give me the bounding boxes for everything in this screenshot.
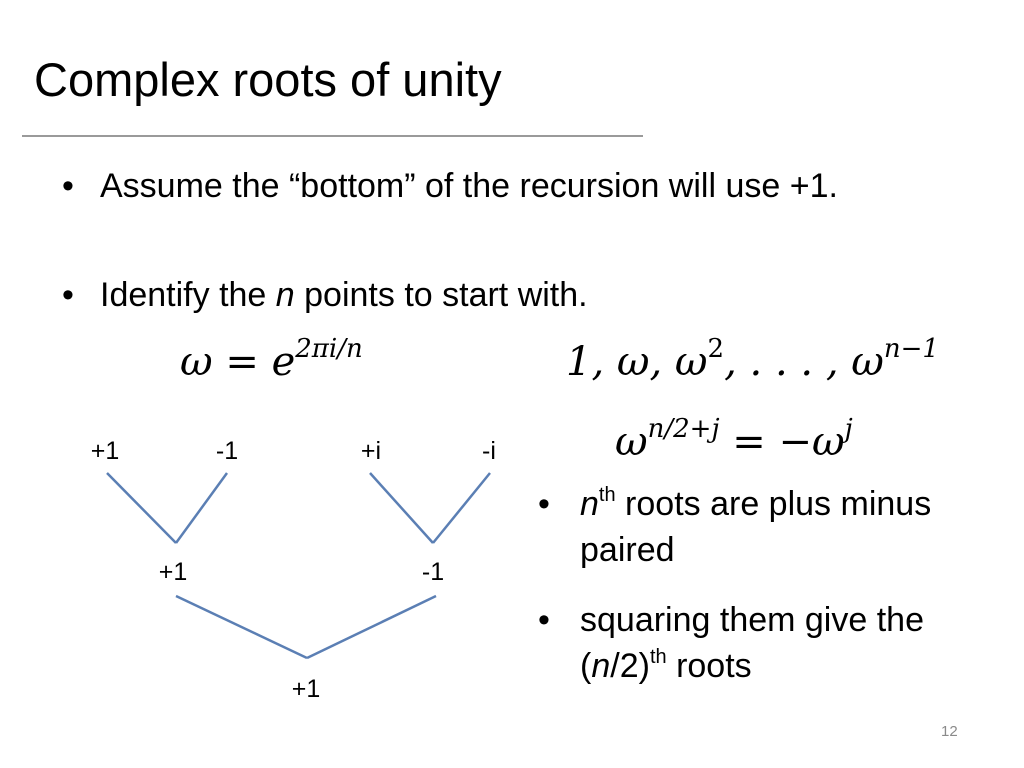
side-bullet-mid: /2) <box>610 647 650 685</box>
bullet-text-post: points to start with. <box>294 276 588 314</box>
side-bullet-sup: th <box>649 646 667 668</box>
formula-exp-2: 2 <box>707 334 725 364</box>
bullet-dot: • <box>62 167 74 205</box>
side-bullet-sup: th <box>598 484 616 506</box>
tree-root-plus-1: +1 <box>291 675 321 703</box>
bullet-text-em: n <box>275 276 295 314</box>
side-bullet-plus-minus-paired: • nth roots are plus minus paired <box>538 481 1020 573</box>
bullet-bottom-of-recursion: • Assume the “bottom” of the recursion wi… <box>62 163 1000 209</box>
formula-roots-mid: , . . . , ω <box>724 339 884 385</box>
side-bullet-pre: squaring them give the ( <box>580 601 924 685</box>
tree-edge-leaf2 <box>174 472 229 544</box>
tree-leaf-plus-i: +i <box>360 437 382 465</box>
bullet-dot: • <box>538 601 550 639</box>
formula-pairing: ωn/2+j = −ωj <box>615 416 853 466</box>
formula-pair-exp-j: j <box>844 414 853 444</box>
formula-exp-n-minus-1: n−1 <box>883 334 939 364</box>
tree-edge-leaf1 <box>106 472 177 544</box>
tree-middle-minus-1: -1 <box>421 558 445 586</box>
tree-edge-leaf4 <box>432 472 491 544</box>
side-bullet-post: roots <box>666 647 752 685</box>
bullet-text-pre: Identify the <box>100 276 276 314</box>
tree-edge-mid1 <box>175 594 308 660</box>
bullet-text: Assume the “bottom” of the recursion wil… <box>100 167 838 205</box>
bullet-identify-points: • Identify the n points to start with. <box>62 272 1000 318</box>
bullet-dot: • <box>62 276 74 314</box>
title-divider <box>22 135 643 137</box>
side-bullet-em: n <box>591 647 611 685</box>
formula-pair-rhs: = −ω <box>719 419 845 465</box>
side-bullet-em: n <box>580 485 599 523</box>
tree-leaf-minus-i: -i <box>482 437 496 465</box>
slide-title: Complex roots of unity <box>34 53 502 106</box>
bullet-dot: • <box>538 485 550 523</box>
tree-leaf-minus-1: -1 <box>215 437 239 465</box>
formula-pair-exp: n/2+j <box>647 414 720 444</box>
formula-roots-start: 1, ω, ω <box>566 339 708 385</box>
formula-roots-list: 1, ω, ω2, . . . , ωn−1 <box>566 336 939 386</box>
formula-omega: ω <box>180 339 213 385</box>
formula-exponent: 2πi/n <box>295 334 363 364</box>
formula-equals: = <box>212 339 272 385</box>
tree-edge-mid2 <box>306 594 437 660</box>
formula-omega-definition: ω = e2πi/n <box>180 336 363 386</box>
page-number: 12 <box>941 723 958 740</box>
tree-middle-plus-1: +1 <box>158 558 188 586</box>
side-bullet-post: roots are plus minus paired <box>580 485 932 569</box>
tree-leaf-plus-1: +1 <box>90 437 120 465</box>
side-bullet-squaring: • squaring them give the (n/2)th roots <box>538 597 1020 689</box>
formula-base-e: e <box>271 339 296 385</box>
tree-edge-leaf3 <box>369 472 434 544</box>
formula-pair-base: ω <box>615 419 648 465</box>
